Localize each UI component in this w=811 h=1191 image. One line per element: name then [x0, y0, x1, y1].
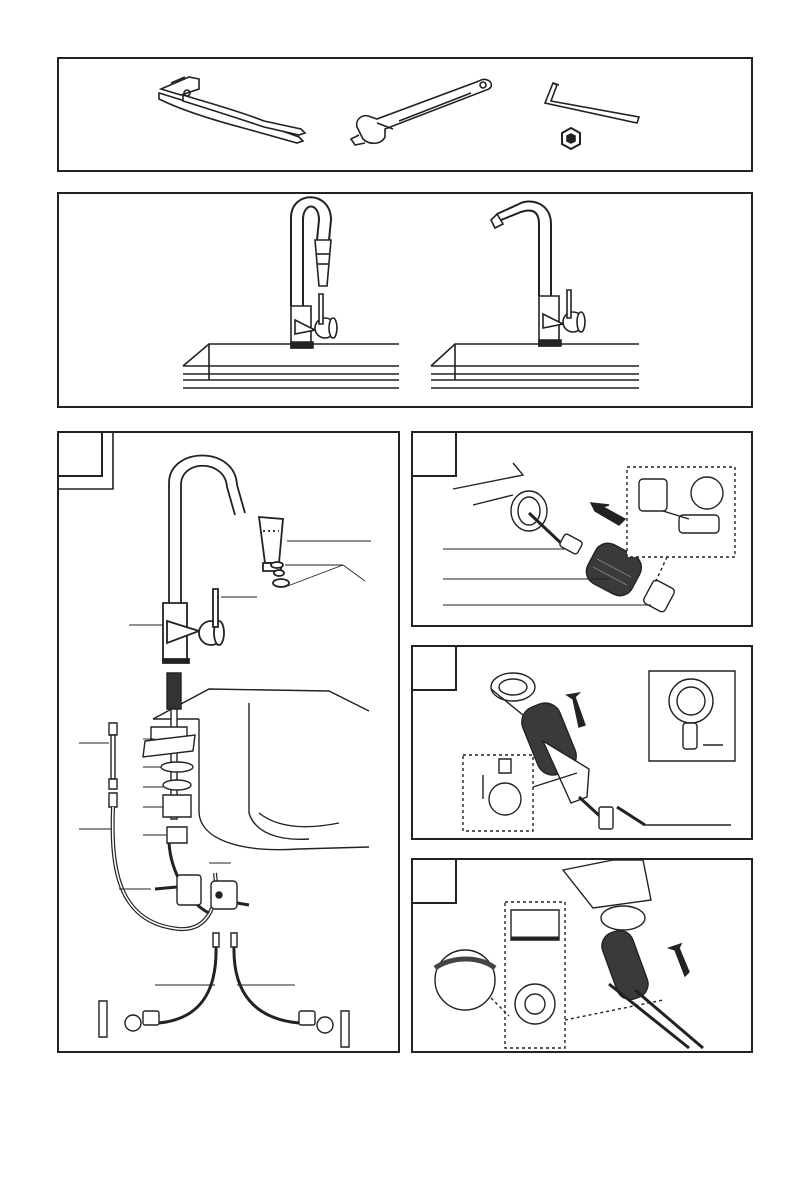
faucet-variants-panel — [57, 192, 753, 408]
step-4-illustration — [413, 860, 751, 1051]
pull-out-faucet-icon — [431, 201, 639, 388]
hex-key-icon — [545, 83, 639, 149]
faucet-spout-icon — [163, 456, 289, 664]
step-2-illustration — [413, 433, 751, 625]
wrench-icon — [351, 79, 491, 145]
pull-down-faucet-icon — [183, 197, 399, 388]
faucet-variants-illustration — [59, 194, 751, 406]
step-1-panel — [57, 431, 400, 1053]
part-leader-lines — [79, 541, 371, 985]
step-1-illustration — [59, 433, 398, 1051]
hose-connection-icon — [453, 463, 735, 613]
hose-weight-icon — [155, 843, 249, 913]
sprayer-dock-icon — [435, 860, 703, 1048]
pliers-icon — [159, 77, 305, 143]
tools-illustration — [59, 59, 751, 170]
step-3-illustration — [413, 647, 751, 838]
mounting-shank-icon — [143, 673, 195, 843]
step-3-panel — [411, 645, 753, 840]
supply-lines-icon — [99, 933, 349, 1047]
step-4-panel — [411, 858, 753, 1053]
counterweight-install-icon — [463, 671, 735, 831]
tools-panel — [57, 57, 753, 172]
step-2-panel — [411, 431, 753, 627]
